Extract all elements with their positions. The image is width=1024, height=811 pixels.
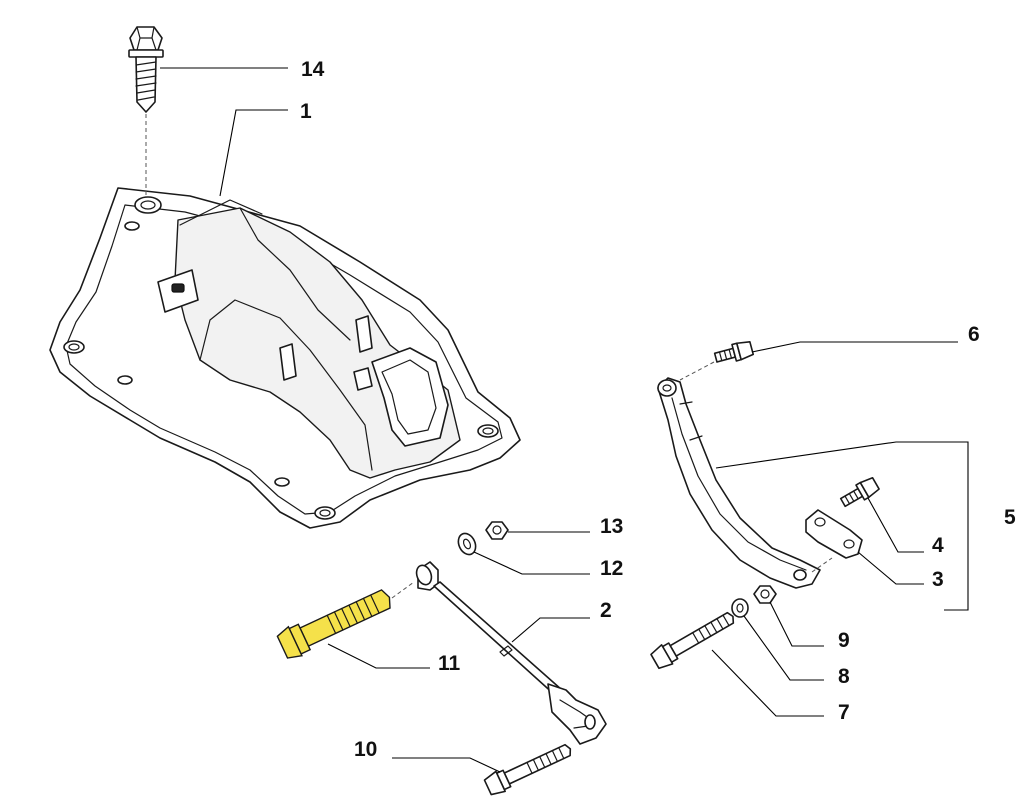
part-6-bolt bbox=[679, 341, 755, 381]
leader-8 bbox=[743, 615, 824, 681]
callout-5: 5 bbox=[1004, 506, 1016, 529]
part-14-bolt bbox=[128, 26, 164, 113]
leader-11 bbox=[327, 643, 430, 669]
part-10-bolt bbox=[483, 743, 572, 796]
callout-11: 11 bbox=[438, 652, 461, 675]
leader-lines bbox=[160, 67, 969, 773]
part-8-washer bbox=[731, 598, 749, 618]
part-7-bolt bbox=[650, 611, 735, 670]
leader-3 bbox=[857, 551, 924, 585]
callout-3: 3 bbox=[932, 568, 944, 591]
part-12-washer bbox=[457, 532, 477, 556]
part-13-nut bbox=[485, 521, 509, 540]
callout-10: 10 bbox=[354, 738, 377, 761]
part-2-torque-rod bbox=[415, 561, 607, 745]
leader-2 bbox=[511, 617, 590, 643]
callout-14: 14 bbox=[301, 58, 325, 81]
leader-5 bbox=[715, 441, 969, 611]
leader-7 bbox=[711, 649, 824, 717]
part-1-crossmember-bracket bbox=[49, 187, 521, 529]
leader-9 bbox=[769, 601, 824, 647]
callout-numbers: 14 1 6 5 4 3 13 12 2 11 10 9 8 7 bbox=[300, 58, 1016, 761]
leader-6 bbox=[751, 341, 958, 353]
leader-12 bbox=[473, 551, 590, 575]
callout-12: 12 bbox=[600, 557, 623, 580]
callout-9: 9 bbox=[838, 629, 850, 652]
callout-7: 7 bbox=[838, 701, 850, 724]
callout-2: 2 bbox=[600, 599, 612, 622]
leader-10 bbox=[392, 757, 501, 773]
callout-4: 4 bbox=[932, 534, 944, 557]
part-11-bolt bbox=[276, 581, 415, 659]
part-3-plate bbox=[805, 509, 863, 559]
leader-4 bbox=[867, 497, 924, 553]
part-4-bolt bbox=[839, 477, 880, 508]
callout-8: 8 bbox=[838, 665, 850, 688]
callout-1: 1 bbox=[300, 100, 312, 123]
callout-6: 6 bbox=[968, 323, 980, 346]
leader-1 bbox=[219, 109, 288, 197]
callout-13: 13 bbox=[600, 515, 623, 538]
part-9-nut bbox=[753, 585, 777, 604]
part-5-support-arm bbox=[657, 377, 833, 589]
